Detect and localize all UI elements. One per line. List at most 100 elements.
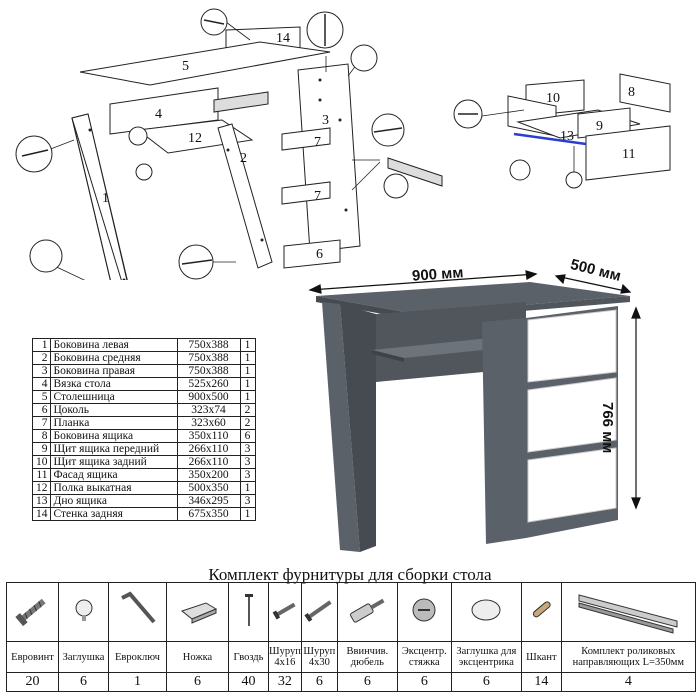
- slide-left: [213, 91, 269, 113]
- parts-cell-name: Планка: [49, 416, 178, 430]
- callout-1: 1: [102, 191, 109, 206]
- parts-cell-qty: 3: [239, 442, 256, 456]
- zoom-circle-screw-middle: [135, 163, 153, 181]
- hardware-label: Комплект роликовых направляющих L=350мм: [560, 641, 696, 673]
- parts-cell-name: Боковина правая: [49, 364, 178, 378]
- parts-cell-num: 5: [32, 390, 51, 404]
- cap-plug-icon: [58, 582, 109, 642]
- callout-14: 14: [276, 31, 290, 46]
- parts-cell-name: Полка выкатная: [49, 481, 178, 495]
- parts-cell-qty: 1: [239, 351, 256, 365]
- dimension-width: 900 мм: [411, 264, 464, 285]
- screw-in-dowel-icon: [336, 582, 398, 642]
- hardware-count: 6: [58, 672, 109, 692]
- eurovint-screw-icon: [6, 582, 59, 642]
- hardware-count: 6: [166, 672, 229, 692]
- parts-cell-num: 12: [32, 481, 51, 495]
- parts-cell-num: 9: [32, 442, 51, 456]
- parts-cell-num: 2: [32, 351, 51, 365]
- part-strip-lower: [281, 181, 331, 205]
- drawer-facade-middle: [527, 377, 617, 453]
- parts-cell-size: 346x295: [176, 494, 241, 508]
- parts-cell-qty: 1: [239, 481, 256, 495]
- hardware-title: Комплект фурнитуры для сборки стола: [208, 565, 492, 584]
- parts-cell-size: 350x200: [176, 468, 241, 482]
- hardware-label: Ввинчив. дюбель: [336, 641, 398, 673]
- parts-cell-qty: 1: [239, 390, 256, 404]
- zoom-circle-nail-bottom: [565, 171, 583, 189]
- hardware-label: Евроключ: [108, 641, 167, 673]
- parts-cell-size: 323x74: [176, 403, 241, 417]
- parts-cell-qty: 1: [239, 338, 256, 352]
- callout-6: 6: [316, 247, 323, 262]
- callout-10: 10: [546, 91, 560, 106]
- parts-cell-name: Боковина средняя: [49, 351, 178, 365]
- zoom-circle-cam-top: [350, 44, 378, 72]
- part-left-side-face: [71, 113, 128, 280]
- desk-top-surface: [316, 282, 630, 314]
- hardware-label: Евровинт: [6, 641, 59, 673]
- hardware-label: Заглушка для эксцентрика: [450, 641, 522, 673]
- parts-cell-name: Щит ящика передний: [49, 442, 178, 456]
- parts-cell-name: Дно ящика: [49, 494, 178, 508]
- part-plinth: [283, 239, 341, 269]
- part-drawer-facade: [585, 125, 671, 181]
- parts-cell-name: Щит ящика задний: [49, 455, 178, 469]
- parts-cell-size: 323x60: [176, 416, 241, 430]
- parts-cell-name: Стенка задняя: [49, 507, 178, 521]
- hardware-count: 6: [300, 672, 338, 692]
- parts-cell-size: 750x388: [176, 364, 241, 378]
- parts-cell-size: 500x350: [176, 481, 241, 495]
- parts-cell-num: 3: [32, 364, 51, 378]
- dimension-height: 766 мм: [599, 402, 616, 454]
- parts-cell-name: Цоколь: [49, 403, 178, 417]
- callout-7b: 7: [314, 189, 321, 204]
- hardware-label: Заглушка: [58, 641, 109, 673]
- zoom-circle-screw-drawer: [509, 159, 531, 181]
- assembly-diagram: 1 2 3 4 5 6 7 7 8 9 10 11 12 13 14: [15, 8, 671, 280]
- parts-cell-num: 4: [32, 377, 51, 391]
- drawer-facade-top: [527, 309, 617, 383]
- hex-key-icon: [108, 582, 167, 642]
- roller-slide-icon: [560, 582, 696, 642]
- drawer-bottom-edge-highlight: [513, 132, 587, 146]
- part-tabletop: [79, 41, 331, 86]
- parts-cell-name: Боковина левая: [49, 338, 178, 352]
- parts-cell-num: 1: [32, 338, 51, 352]
- callout-3: 3: [322, 113, 329, 128]
- part-middle-side: [217, 123, 273, 269]
- parts-cell-num: 7: [32, 416, 51, 430]
- callout-12: 12: [188, 131, 202, 146]
- parts-cell-name: Столешница: [49, 390, 178, 404]
- zoom-circle-foot: [29, 239, 63, 273]
- callout-8: 8: [628, 85, 635, 100]
- parts-cell-qty: 2: [239, 416, 256, 430]
- hardware-label: Эксцентр. стяжка: [396, 641, 452, 673]
- hardware-count: 1: [108, 672, 167, 692]
- wood-dowel-icon: [520, 582, 562, 642]
- slide-right: [387, 157, 443, 187]
- screw-short-icon: [268, 582, 302, 642]
- part-strip-upper: [281, 127, 331, 151]
- desk-pedestal-side: [482, 318, 526, 544]
- parts-cell-qty: 6: [239, 429, 256, 443]
- callout-5: 5: [182, 59, 189, 74]
- part-right-side: [297, 63, 361, 253]
- hardware-label: Шуруп 4x30: [300, 641, 338, 673]
- parts-cell-size: 750x388: [176, 351, 241, 365]
- desk-left-leg: [322, 302, 360, 552]
- hardware-count: 32: [268, 672, 302, 692]
- parts-cell-qty: 3: [239, 494, 256, 508]
- hardware-count: 6: [450, 672, 522, 692]
- parts-cell-name: Вязка стола: [49, 377, 178, 391]
- parts-cell-qty: 3: [239, 455, 256, 469]
- cam-lock-icon: [396, 582, 452, 642]
- hardware-label: Ножка: [166, 641, 229, 673]
